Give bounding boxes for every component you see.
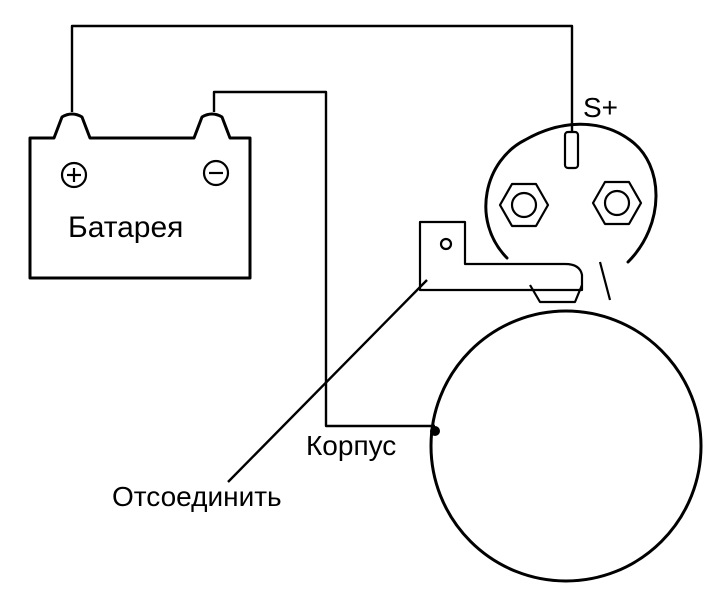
hex-nut-icon [591,180,643,226]
ground-wire [212,90,435,428]
hex-nut-icon [498,182,550,228]
battery-label: Батарея [68,211,183,244]
disconnect-label: Отсоединить [112,481,282,512]
solenoid-body [484,122,658,264]
disconnect-leader [227,279,428,483]
positive-terminal-icon [60,161,88,189]
solenoid: S+ [484,92,658,264]
battery: Батарея [28,112,252,280]
s-terminal-label: S+ [583,92,618,123]
bracket-plate [418,220,584,292]
starter-motor [429,309,703,583]
bracket [418,220,612,304]
s-terminal-pin [563,130,580,170]
housing-point [430,426,440,436]
positive-wire [70,24,574,132]
housing-label: Корпус [306,430,396,461]
battery-body [28,112,252,280]
negative-terminal-icon [202,159,230,187]
